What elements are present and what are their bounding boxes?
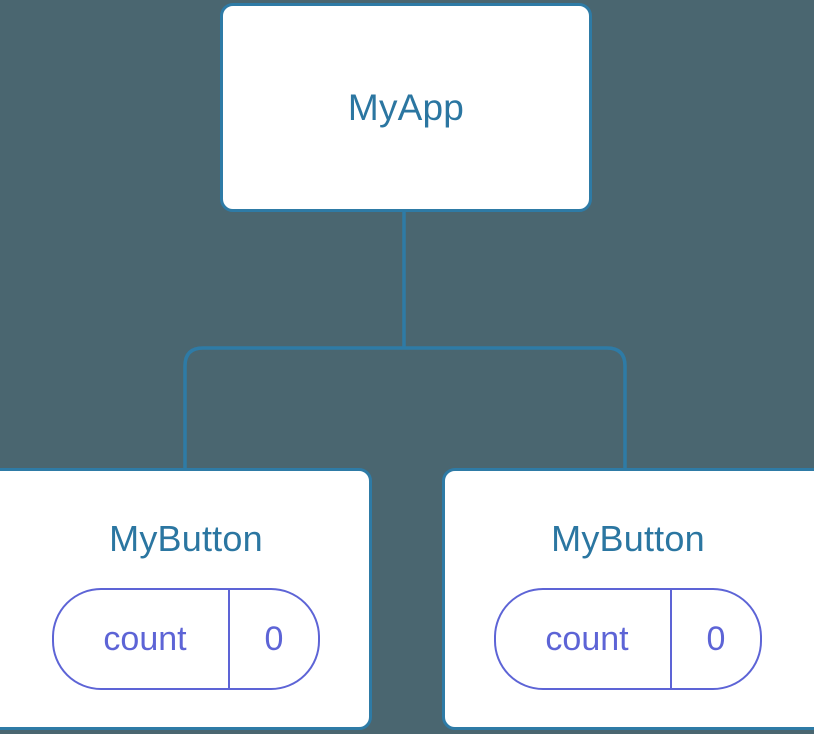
state-pill-count-1-key: count: [103, 620, 187, 658]
state-pill-count-2[interactable]: count 0: [494, 588, 762, 690]
node-myapp[interactable]: MyApp: [220, 3, 592, 212]
edge-bus-to-child-left: [183, 346, 404, 470]
node-mybutton-1-title: MyButton: [109, 518, 263, 559]
node-myapp-title: MyApp: [347, 87, 465, 128]
node-mybutton-1[interactable]: MyButton count 0: [0, 468, 372, 730]
node-mybutton-2[interactable]: MyButton count 0: [442, 468, 814, 730]
state-pill-count-1-value: 0: [228, 590, 318, 688]
state-pill-count-2-value: 0: [670, 590, 760, 688]
state-pill-count-1[interactable]: count 0: [52, 588, 320, 690]
state-pill-count-2-key: count: [545, 620, 629, 658]
node-mybutton-1-content: MyButton count 0: [0, 471, 369, 690]
node-mybutton-2-content: MyButton count 0: [445, 471, 814, 690]
node-mybutton-2-title: MyButton: [551, 518, 705, 559]
edge-bus-to-child-right: [404, 346, 627, 470]
